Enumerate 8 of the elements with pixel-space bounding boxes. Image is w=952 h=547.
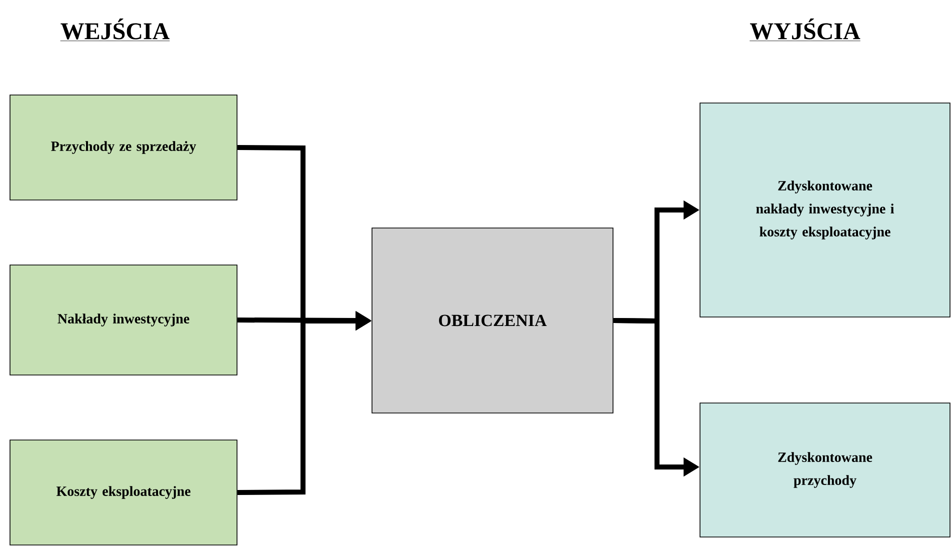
input-box: Koszty eksploatacyjne	[10, 440, 238, 546]
heading: WYJŚCIA	[749, 18, 861, 42]
heading: WEJŚCIA	[60, 18, 170, 42]
output-box: Zdyskontowane nakłady inwestycyjne i koszty eksploatacyjne	[700, 102, 950, 318]
process-box: OBLICZENIA	[372, 228, 614, 414]
input-box: Przychody ze sprzedaży	[10, 94, 238, 200]
input-box: Nakłady inwestycyjne	[10, 264, 238, 376]
output-box: Zdyskontowane przychody	[700, 402, 950, 538]
